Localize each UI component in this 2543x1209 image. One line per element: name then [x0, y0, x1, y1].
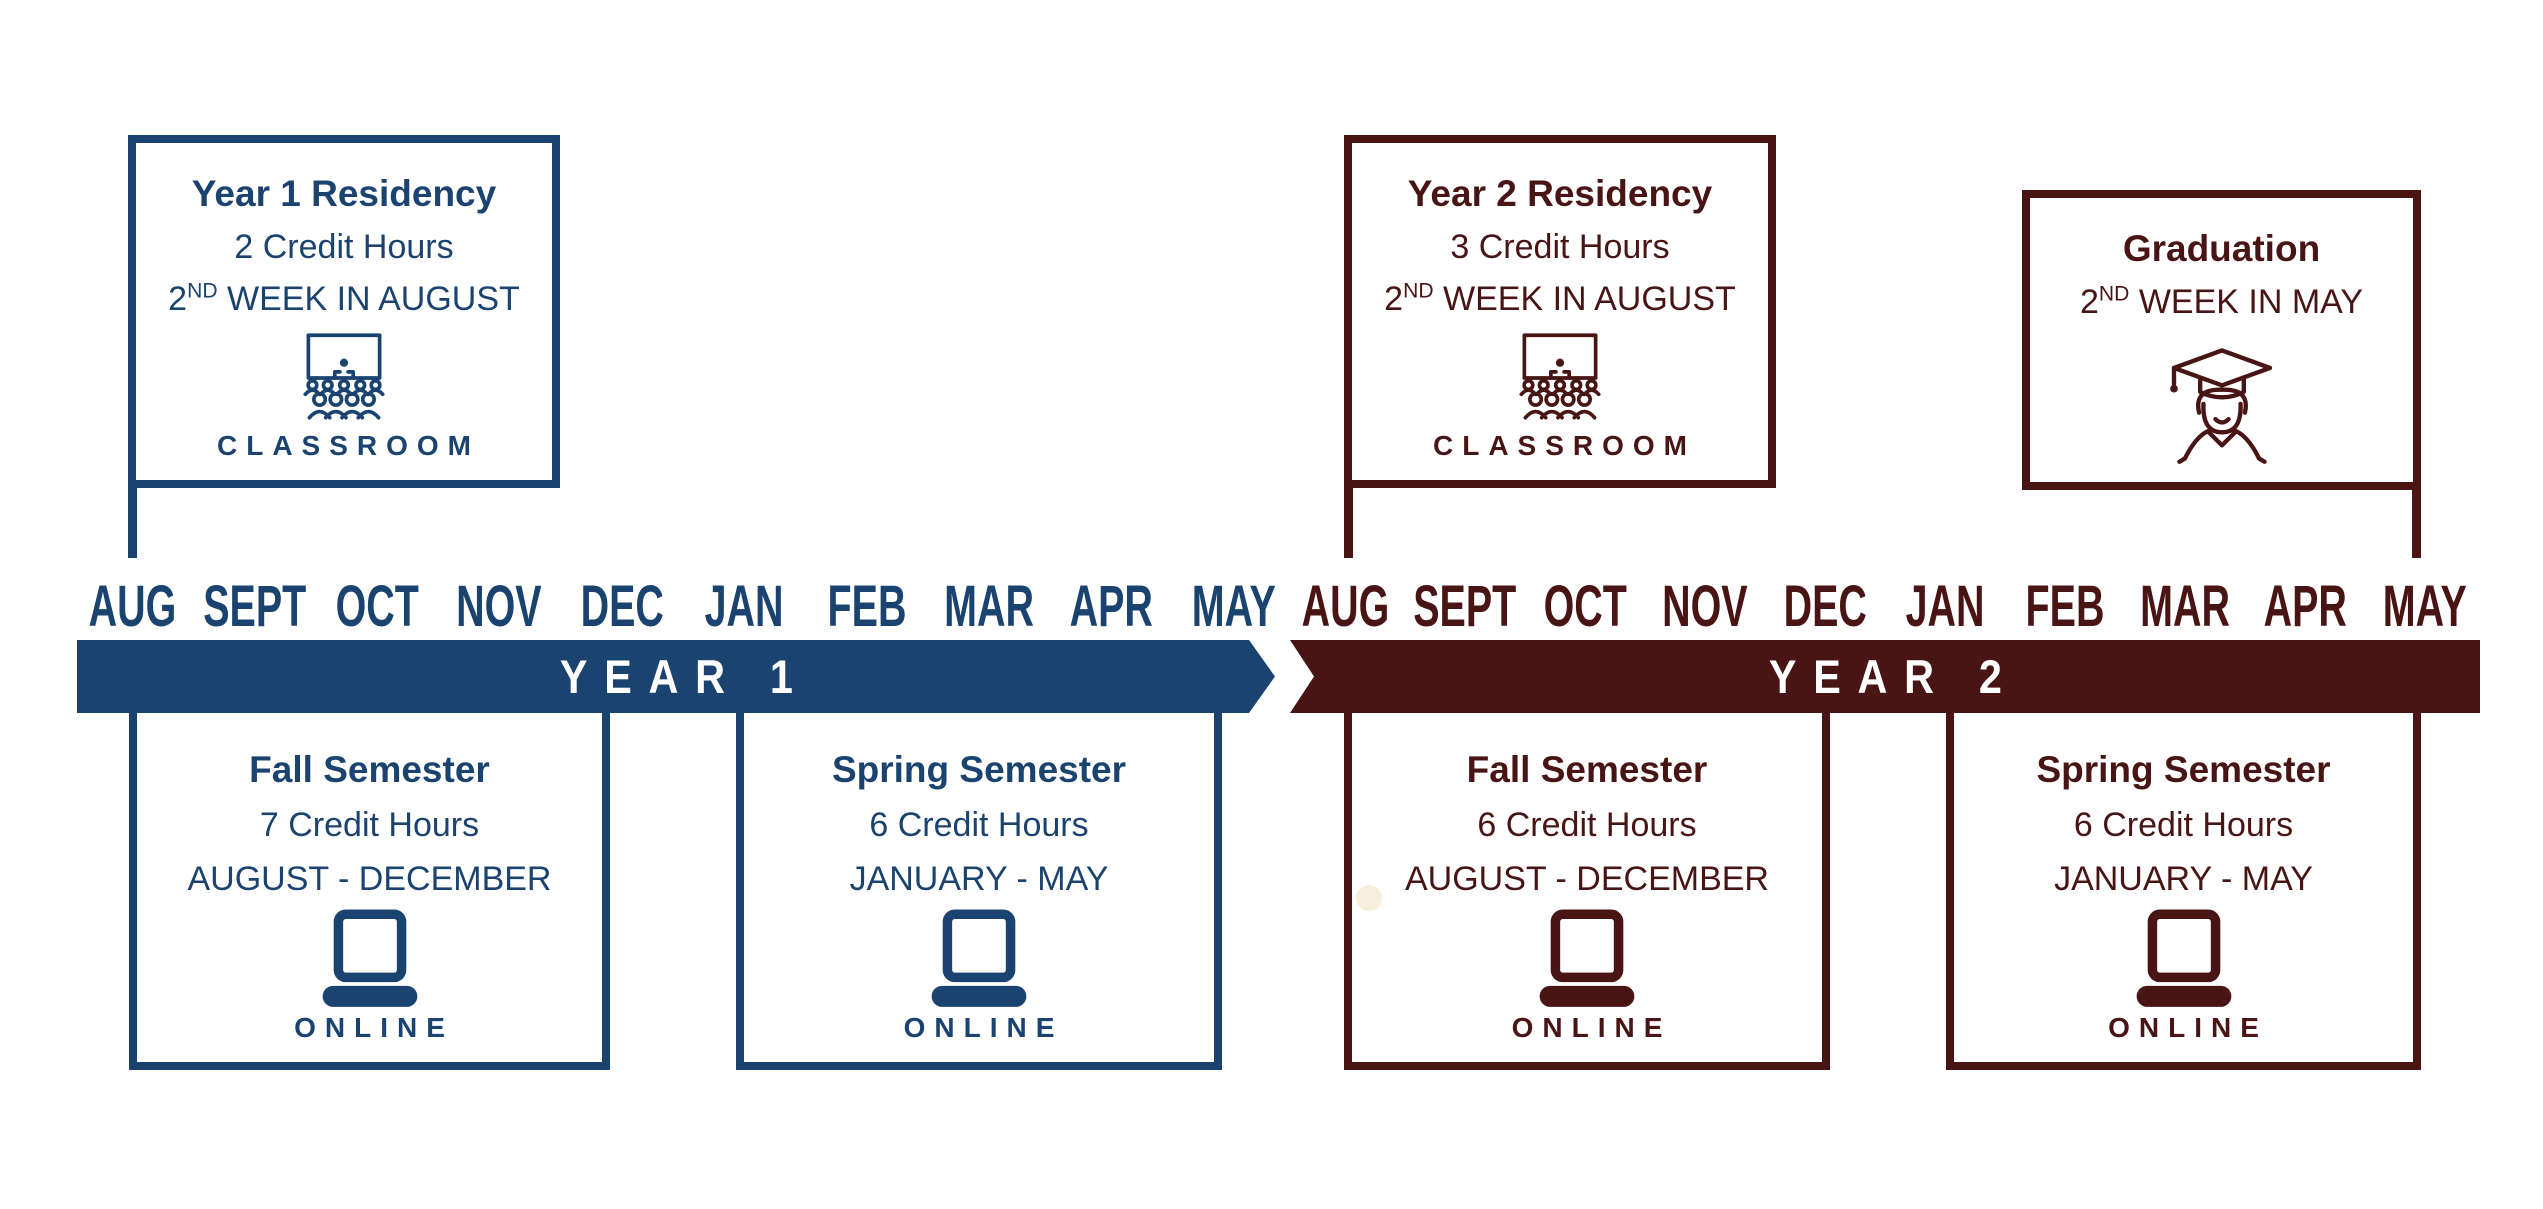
month-label: SEPT: [202, 574, 306, 639]
credit-hours: 3 Credit Hours: [1450, 227, 1670, 266]
date-range: AUGUST - DECEMBER: [187, 859, 552, 898]
month-label: FEB: [827, 574, 907, 639]
connector-graduation: [2412, 488, 2421, 558]
schedule-note: 2ND WEEK IN AUGUST: [1384, 280, 1736, 319]
month-label: MAR: [2140, 574, 2230, 639]
month-label: APR: [1069, 574, 1154, 639]
year1-fall-semester-card: Fall Semester 7 Credit Hours AUGUST - DE…: [129, 712, 610, 1070]
card-title: Year 2 Residency: [1407, 173, 1713, 214]
connector-year2-residency: [1344, 486, 1353, 558]
card-title: Fall Semester: [249, 749, 490, 790]
month-label: OCT: [335, 574, 419, 639]
laptop-icon: [921, 906, 1037, 1012]
date-range: AUGUST - DECEMBER: [1405, 859, 1769, 898]
month-label: DEC: [1783, 574, 1867, 639]
month-label: MAY: [2382, 574, 2468, 639]
laptop-icon: [1529, 906, 1645, 1012]
schedule-note: 2ND WEEK IN AUGUST: [168, 280, 520, 319]
card-title: Fall Semester: [1466, 749, 1708, 790]
classroom-icon: [1504, 326, 1616, 430]
year2-residency-card: Year 2 Residency 3 Credit Hours 2ND WEEK…: [1344, 135, 1776, 488]
graduate-icon: [2156, 328, 2288, 482]
month-label: DEC: [580, 574, 664, 639]
delivery-caption: ONLINE: [2108, 1012, 2268, 1043]
month-label: APR: [2263, 574, 2347, 639]
month-label: MAR: [944, 574, 1034, 639]
month-label: NOV: [1662, 574, 1748, 639]
location-caption: CLASSROOM: [1433, 430, 1696, 461]
delivery-caption: ONLINE: [294, 1012, 454, 1043]
card-title: Year 1 Residency: [191, 173, 497, 214]
month-label: FEB: [2025, 574, 2105, 639]
schedule-note: 2ND WEEK IN MAY: [2080, 282, 2363, 321]
card-title: Graduation: [2122, 228, 2321, 269]
year2-bar-label: YEAR 2: [1768, 650, 2019, 703]
credit-hours: 2 Credit Hours: [234, 227, 454, 266]
month-label: JAN: [1905, 574, 1985, 639]
month-label: MAY: [1191, 574, 1276, 639]
date-range: JANUARY - MAY: [849, 859, 1109, 898]
month-label: SEPT: [1413, 574, 1517, 639]
date-range: JANUARY - MAY: [2054, 859, 2313, 898]
laptop-icon: [312, 906, 428, 1012]
faint-artifact-dot: [1356, 885, 1382, 911]
graduation-card: Graduation 2ND WEEK IN MAY: [2022, 190, 2421, 490]
year2-month-row: AUG SEPT OCT NOV DEC JAN FEB MAR APR MAY: [1290, 574, 2480, 636]
year1-residency-card: Year 1 Residency 2 Credit Hours 2ND WEEK…: [128, 135, 560, 488]
laptop-icon: [2126, 906, 2242, 1012]
month-label: OCT: [1543, 574, 1627, 639]
month-label: NOV: [456, 574, 543, 639]
year2-spring-semester-card: Spring Semester 6 Credit Hours JANUARY -…: [1946, 712, 2421, 1070]
connector-year1-residency: [128, 486, 137, 558]
credit-hours: 6 Credit Hours: [2073, 805, 2294, 844]
delivery-caption: ONLINE: [903, 1012, 1064, 1043]
card-title: Spring Semester: [2036, 749, 2331, 790]
year2-fall-semester-card: Fall Semester 6 Credit Hours AUGUST - DE…: [1344, 712, 1830, 1070]
month-label: AUG: [88, 574, 176, 639]
credit-hours: 6 Credit Hours: [869, 805, 1089, 844]
card-title: Spring Semester: [831, 749, 1127, 790]
delivery-caption: ONLINE: [1511, 1012, 1672, 1043]
year1-month-row: AUG SEPT OCT NOV DEC JAN FEB MAR APR MAY: [77, 574, 1289, 636]
month-label: AUG: [1301, 574, 1389, 639]
year1-bar-label: YEAR 1: [559, 650, 810, 703]
month-label: JAN: [704, 574, 784, 639]
year1-bar: YEAR 1: [77, 640, 1275, 713]
credit-hours: 7 Credit Hours: [259, 805, 480, 844]
location-caption: CLASSROOM: [217, 430, 480, 461]
year1-spring-semester-card: Spring Semester 6 Credit Hours JANUARY -…: [736, 712, 1222, 1070]
classroom-icon: [288, 326, 400, 430]
credit-hours: 6 Credit Hours: [1477, 805, 1697, 844]
year2-bar: YEAR 2: [1290, 640, 2480, 713]
